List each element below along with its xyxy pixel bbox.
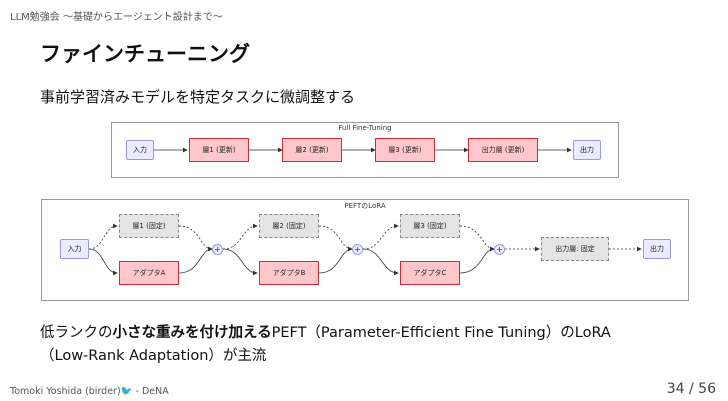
- full-ft-layer2-node: 層2 (更新): [282, 138, 342, 162]
- body-part2: PEFT（Parameter-Efficient Fine Tuning）のLo…: [271, 325, 611, 341]
- body-bold: 小さな重みを付け加える: [112, 325, 272, 341]
- full-ft-output-layer-node: 出力層 (更新): [468, 138, 538, 162]
- footer-org: - DeNA: [132, 386, 169, 397]
- page-number: 34 / 56: [666, 381, 716, 397]
- body-part1: 低ランクの: [40, 325, 113, 341]
- lora-adapter-b-node: アダプタB: [259, 261, 319, 285]
- body-text: 低ランクの小さな重みを付け加えるPEFT（Parameter-Efficient…: [40, 322, 700, 368]
- full-fine-tuning-diagram: Full Fine-Tuning 入力 層1 (更新) 層2 (更新) 層3 (…: [111, 122, 619, 178]
- bird-icon: 🐦: [120, 386, 133, 397]
- body-line2: （Low-Rank Adaptation）が主流: [40, 348, 267, 364]
- lora-output-layer-node: 出力層: 固定: [541, 237, 609, 261]
- slide-subtitle: 事前学習済みモデルを特定タスクに微調整する: [40, 88, 356, 106]
- full-ft-layer3-node: 層3 (更新): [375, 138, 435, 162]
- header-text: LLM勉強会 〜基礎からエージェント設計まで〜: [10, 12, 223, 23]
- diagram-title: PEFTのLoRA: [344, 202, 386, 210]
- footer-text: Tomoki Yoshida (birder)🐦 - DeNA: [10, 386, 169, 397]
- lora-adapter-c-node: アダプタC: [400, 261, 460, 285]
- full-ft-input-node: 入力: [126, 140, 154, 160]
- full-ft-output-node: 出力: [573, 140, 601, 160]
- lora-layer2-node: 層2 (固定): [259, 214, 319, 238]
- lora-plus3-node: +: [494, 244, 505, 255]
- lora-plus2-node: +: [352, 244, 363, 255]
- footer-author: Tomoki Yoshida (birder): [10, 386, 121, 397]
- lora-adapter-a-node: アダプタA: [119, 261, 179, 285]
- lora-output-node: 出力: [643, 239, 671, 259]
- full-ft-layer1-node: 層1 (更新): [189, 138, 249, 162]
- lora-layer3-node: 層3 (固定): [400, 214, 460, 238]
- slide-title: ファインチューニング: [40, 42, 250, 66]
- full-ft-edges: [154, 147, 572, 153]
- lora-diagram: PEFTのLoRA 入力 層1 (固定) アダプタA + 層2 (固定) アダ: [41, 199, 689, 301]
- lora-input-node: 入力: [60, 239, 89, 259]
- lora-layer1-node: 層1 (固定): [119, 214, 179, 238]
- diagram-title: Full Fine-Tuning: [338, 124, 392, 132]
- lora-edges: [88, 223, 642, 276]
- lora-plus1-node: +: [212, 244, 223, 255]
